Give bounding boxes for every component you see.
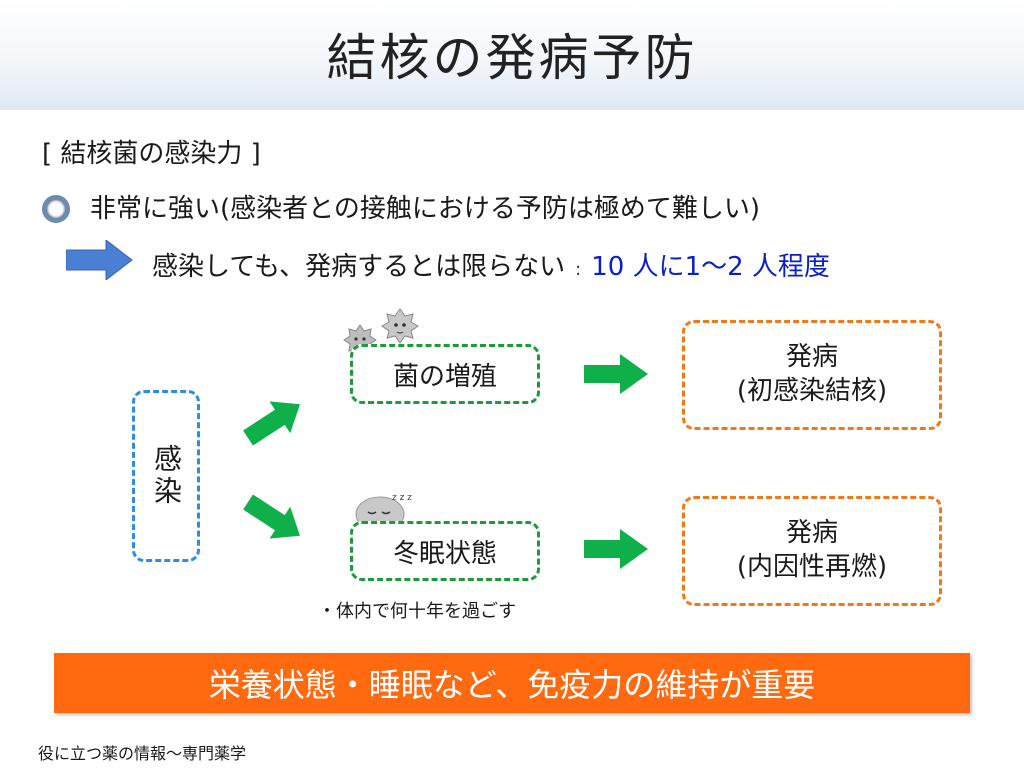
page-title: 結核の発病予防 — [326, 29, 698, 87]
footer-source: 役に立つ薬の情報〜専門薬学 — [38, 744, 247, 763]
infection-label: 感染 — [150, 444, 183, 508]
proliferation-box: 菌の増殖 — [350, 344, 540, 404]
proliferation-label: 菌の増殖 — [392, 361, 497, 392]
outcome-text: 感染しても、発病するとは限らない — [152, 252, 566, 282]
bullet-text: 非常に強い(感染者との接触における予防は極めて難しい) — [90, 194, 761, 224]
primary-onset-title: 発病 — [785, 342, 838, 373]
sleep-letters: z z z — [392, 493, 412, 503]
primary-onset-box: 発病 (初感染結核) — [682, 320, 942, 430]
right-arrow-icon — [66, 240, 133, 280]
key-message-banner: 栄養状態・睡眠など、免疫力の維持が重要 — [54, 653, 970, 713]
infection-box: 感染 — [132, 390, 200, 562]
reactivation-onset-title: 発病 — [785, 518, 838, 549]
dormancy-label: 冬眠状態 — [392, 538, 497, 569]
arrow-to-dormancy — [243, 494, 300, 539]
reactivation-onset-type: (内因性再燃) — [736, 552, 888, 582]
separator: : — [575, 259, 582, 280]
ring-bullet-icon — [42, 195, 70, 223]
primary-onset-type: (初感染結核) — [736, 376, 888, 406]
title-bar: 結核の発病予防 — [0, 0, 1024, 110]
arrow-to-primary-onset — [584, 354, 648, 394]
dormancy-box: 冬眠状態 — [350, 521, 540, 581]
reactivation-onset-box: 発病 (内因性再燃) — [682, 496, 942, 606]
onset-rate: 10 人に1〜2 人程度 — [591, 252, 830, 282]
arrow-to-reactivation-onset — [584, 529, 648, 569]
infection-outcome-line: 感染しても、発病するとは限らない:10 人に1〜2 人程度 — [152, 246, 830, 283]
arrow-to-proliferation — [243, 401, 300, 446]
dormancy-note: ・体内で何十年を過ごす — [318, 601, 517, 622]
section-heading: [ 結核菌の感染力 ] — [42, 139, 261, 169]
